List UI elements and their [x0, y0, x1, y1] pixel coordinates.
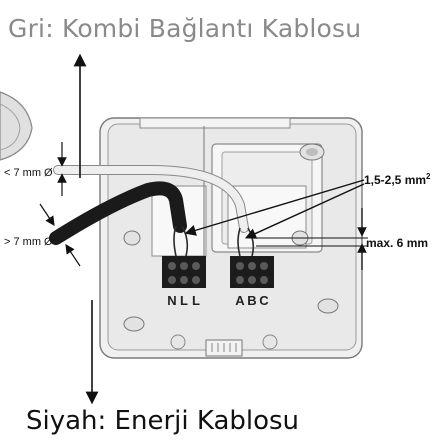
- top-title: Gri: Kombi Bağlantı Kablosu: [8, 14, 362, 43]
- terminal-label-a: A: [235, 293, 245, 308]
- terminal-block-right: [230, 256, 274, 288]
- terminal-label-l2: L: [192, 293, 200, 308]
- black-cable: [49, 181, 187, 245]
- device-edge-inner: [0, 103, 21, 151]
- strip-length-label: max. 6 mm: [366, 236, 428, 250]
- terminal-block-left: [162, 256, 206, 288]
- terminal-label-b: B: [247, 293, 256, 308]
- device-edge: [0, 91, 33, 161]
- screw-hole-bottom-left: [123, 316, 145, 332]
- small-cable-diameter-label: < 7 mm Ø: [4, 167, 53, 179]
- terminal-label-l1: L: [180, 293, 188, 308]
- grey-cable: [53, 165, 249, 233]
- terminal-label-c: C: [259, 293, 269, 308]
- wire-section-label: 1,5-2,5 mm2: [364, 172, 431, 187]
- terminal-label-n: N: [167, 293, 176, 308]
- screw-hole-bottom-right: [317, 298, 339, 314]
- bottom-title: Siyah: Enerji Kablosu: [26, 406, 300, 436]
- large-cable-diameter-label: > 7 mm Ø: [4, 236, 53, 248]
- thermostat-back-plate: [99, 117, 363, 359]
- screw-hole-left: [123, 230, 141, 246]
